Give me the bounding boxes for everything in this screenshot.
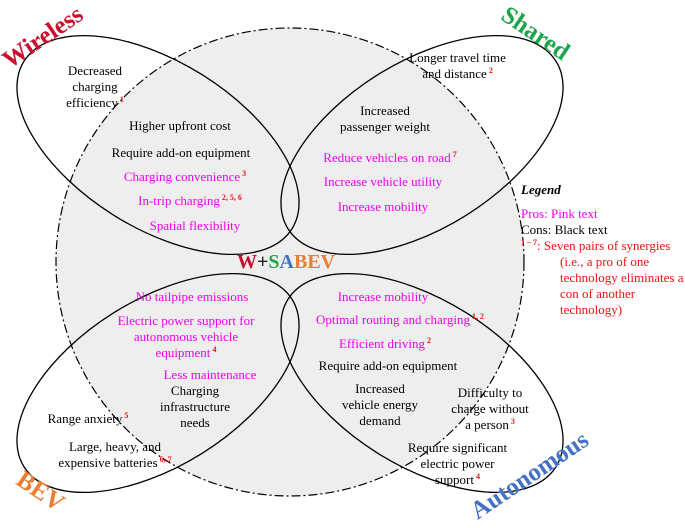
bev-infrastructure-needs: Charging infrastructure needs (145, 383, 245, 431)
center-title: W+SABEV (237, 251, 335, 273)
synergy-marker: 2, 5, 6 (221, 193, 242, 202)
legend-cons: Cons: Black text (521, 222, 608, 237)
synergy-marker: 7 (452, 150, 457, 159)
text-line: Increased (355, 381, 405, 396)
center-title-w: W (237, 251, 257, 273)
wireless-ellipse (16, 34, 300, 256)
autonomous-addon-equipment: Require add-on equipment (318, 358, 458, 373)
synergy-marker: 3 (510, 417, 515, 426)
autonomous-ellipse (280, 272, 564, 494)
legend-synergy-line: con of another (560, 286, 636, 301)
bev-ellipse (16, 272, 300, 494)
shared-increase-mobility: Increase mobility (337, 199, 429, 214)
text-line: vehicle energy (342, 397, 418, 412)
autonomous-significant-power: Require significant electric power suppo… (390, 440, 525, 488)
center-title-a: A (279, 251, 294, 273)
text-line: passenger weight (340, 119, 430, 134)
text-line: needs (180, 415, 210, 430)
synergy-marker: 4 (212, 345, 217, 354)
text-line: infrastructure (159, 399, 231, 414)
synergy-marker: 2 (488, 66, 493, 75)
synergy-marker: 3 (242, 169, 247, 178)
synergy-marker: 2 (427, 336, 432, 345)
wireless-spatial-flexibility: Spatial flexibility (149, 218, 241, 233)
wireless-addon-equipment: Require add-on equipment (111, 145, 251, 160)
center-title-bev: BEV (293, 251, 336, 273)
text-line: Difficulty to (457, 385, 523, 400)
center-title-s: S (268, 251, 280, 273)
legend-synergy-range: 1 – 7 (521, 238, 537, 247)
shared-vehicle-utility: Increase vehicle utility (323, 174, 443, 189)
synergy-marker: 4 (476, 472, 480, 481)
legend-title: Legend (521, 182, 561, 197)
text-line: charge without (451, 401, 529, 416)
text-line: Require significant (407, 440, 508, 455)
synergy-marker: 6, 7 (159, 455, 172, 464)
text-line: Increased (360, 103, 410, 118)
bev-less-maintenance: Less maintenance (163, 367, 257, 382)
legend-synergy-line: technology) (560, 302, 623, 317)
center-circle (55, 27, 525, 497)
text-line: Longer travel time (409, 50, 506, 65)
legend-synergies: 1 – 7: Seven pairs of synergies (521, 238, 670, 254)
text-line: electric power (420, 456, 495, 471)
shared-passenger-weight: Increased passenger weight (315, 103, 455, 135)
legend-synergy-line: technology eliminates a (560, 270, 684, 285)
text-line: Large, heavy, and (68, 439, 162, 454)
synergy-marker: 5 (124, 411, 129, 420)
legend-pros: Pros: Pink text (521, 206, 598, 221)
autonomous-increase-mobility: Increase mobility (337, 289, 429, 304)
wireless-higher-cost: Higher upfront cost (129, 118, 231, 133)
shared-ellipse (280, 34, 564, 256)
synergy-marker: 1 (119, 95, 124, 104)
synergy-marker: 1, 2 (471, 312, 484, 321)
center-title-plus: + (257, 251, 269, 273)
text-line: charging (72, 79, 118, 94)
bev-no-tailpipe: No tailpipe emissions (135, 289, 249, 304)
text-line: demand (359, 413, 401, 428)
legend-synergy-text: : Seven pairs of synergies (537, 238, 671, 253)
text-line: autonomous vehicle (133, 329, 239, 344)
legend-synergy-line: (i.e., a pro of one (560, 254, 650, 269)
bev-power-support: Electric power support for autonomous ve… (96, 313, 276, 361)
text-line: Decreased (67, 63, 123, 78)
autonomous-energy-demand: Increased vehicle energy demand (325, 381, 435, 429)
text-line: Charging (170, 383, 220, 398)
text-line: Electric power support for (117, 313, 255, 328)
